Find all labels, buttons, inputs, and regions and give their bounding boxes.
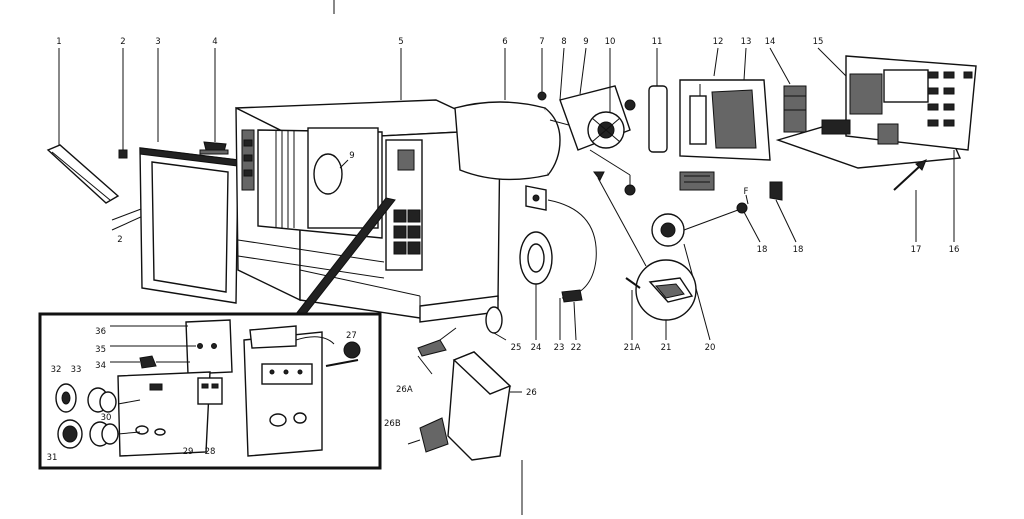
label-part-f: F: [744, 187, 749, 197]
label-part-23: 23: [554, 343, 565, 353]
label-part-25: 25: [511, 343, 522, 353]
label-part-35: 35: [95, 345, 106, 355]
label-part-26b: 26B: [384, 419, 401, 429]
part-4-bracket: [199, 48, 229, 155]
label-part-12: 12: [713, 37, 724, 47]
part-14-coil: [769, 47, 807, 133]
label-part-10: 10: [605, 37, 616, 47]
part-15-16-main-chassis: [775, 47, 977, 242]
label-part-1: 1: [56, 37, 61, 47]
label-part-15: 15: [813, 37, 824, 47]
label-part-31: 31: [47, 453, 58, 463]
label-part-21: 21: [661, 343, 672, 353]
part-11-board: [648, 48, 668, 153]
label-part-4: 4: [212, 37, 217, 47]
label-part-11: 11: [652, 37, 663, 47]
label-part-6: 6: [502, 37, 507, 47]
label-part-24: 24: [531, 343, 542, 353]
label-part-18-left: 18: [757, 245, 768, 255]
label-part-16: 16: [949, 245, 960, 255]
label-part-14: 14: [765, 37, 776, 47]
part-10-deflection-yoke: [587, 48, 625, 149]
label-part-2-lower: 2: [117, 235, 122, 245]
label-part-30: 30: [101, 413, 112, 423]
label-part-26a: 26A: [396, 385, 413, 395]
part-3-bezel-frame: [139, 48, 239, 304]
label-part-7: 7: [539, 37, 544, 47]
label-part-9: 9: [583, 37, 588, 47]
part-17-probe: [893, 159, 927, 242]
part-5-cabinet: [235, 48, 501, 323]
part-labels: 1 2 3 4 5 6 7 8 9 10 11 12 13 14 15 16 1…: [47, 37, 960, 463]
label-part-26: 26: [526, 388, 537, 398]
label-part-17: 17: [911, 245, 922, 255]
label-part-18-right: 18: [793, 245, 804, 255]
label-part-33: 33: [71, 365, 82, 375]
label-part-13: 13: [741, 37, 752, 47]
part-26-block: [407, 327, 523, 515]
label-part-22: 22: [571, 343, 582, 353]
part-6-picture-tube: [454, 48, 586, 181]
label-part-32: 32: [51, 365, 62, 375]
part-1-base-rail: [46, 48, 120, 204]
part-21-detail: [593, 171, 697, 340]
part-12-13-chassis-frame: [679, 47, 771, 161]
label-part-8: 8: [561, 37, 566, 47]
label-part-3: 3: [155, 37, 160, 47]
part-18-19-20-small-parts: [651, 171, 797, 341]
label-part-28: 28: [205, 447, 216, 457]
label-part-36: 36: [95, 327, 106, 337]
label-part-2: 2: [120, 37, 125, 47]
label-part-9-speaker: 9: [349, 151, 354, 161]
label-part-20: 20: [705, 343, 716, 353]
label-part-21a: 21A: [624, 343, 641, 353]
part-22-25-misc: [485, 185, 597, 341]
inset-detail: [38, 312, 382, 470]
label-part-29: 29: [183, 447, 194, 457]
label-part-34: 34: [95, 361, 106, 371]
label-part-27: 27: [346, 331, 357, 341]
label-part-5: 5: [398, 37, 403, 47]
